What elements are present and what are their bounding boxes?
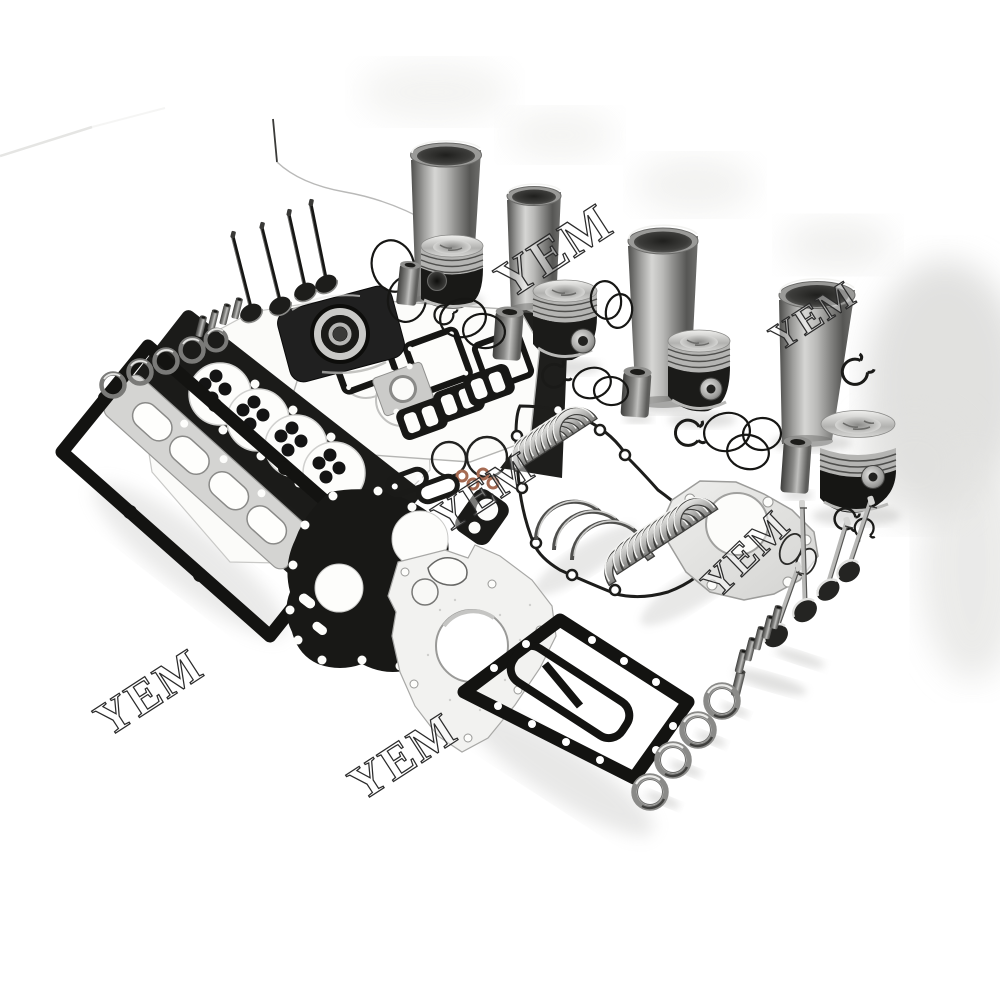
plate-speckle bbox=[426, 598, 532, 712]
oil-cooler-cover-gasket bbox=[457, 613, 695, 785]
valves-black-set bbox=[230, 198, 339, 324]
metal-seal-rings-left bbox=[99, 327, 229, 399]
star-bolt-holes bbox=[490, 636, 677, 764]
thermostat-plate-gasket bbox=[372, 361, 434, 417]
timing-case-gasket bbox=[285, 486, 450, 672]
backdrop-scratch-line bbox=[272, 118, 278, 163]
piston-4 bbox=[819, 410, 897, 513]
valve-tips bbox=[794, 495, 878, 575]
flange-gasket-2hole bbox=[455, 488, 509, 546]
manifold-gaskets bbox=[103, 374, 334, 583]
valves-silver-set bbox=[762, 495, 878, 648]
piston-pin-1 bbox=[396, 260, 421, 306]
piston-pin-4 bbox=[780, 436, 812, 494]
white-backing-plate bbox=[387, 544, 557, 753]
valve-cover-gasket bbox=[55, 339, 363, 643]
crankshaft-rear-oil-seal bbox=[277, 285, 405, 383]
piston-pins bbox=[396, 260, 812, 494]
thrust-bearing-arcs bbox=[533, 499, 638, 561]
port-frame-gaskets bbox=[396, 364, 515, 440]
manifold-gasket-silver bbox=[103, 374, 313, 570]
piston-2 bbox=[532, 279, 598, 361]
piston-3 bbox=[667, 329, 731, 412]
o-rings-and-washers bbox=[385, 435, 509, 546]
backdrop-crease-line bbox=[0, 125, 93, 158]
piston-1 bbox=[420, 234, 484, 309]
piston-pin-3 bbox=[620, 366, 652, 418]
piston-pin-2 bbox=[492, 306, 524, 361]
